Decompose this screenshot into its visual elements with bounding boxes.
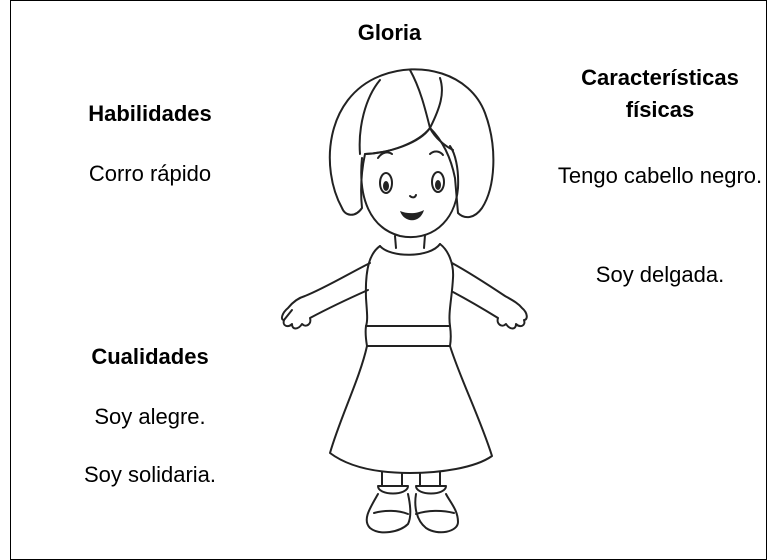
caracteristicas-item: Soy delgada. bbox=[595, 262, 725, 287]
face-outline bbox=[360, 145, 460, 239]
page-title: Gloria bbox=[357, 20, 422, 45]
girl-illustration-icon bbox=[280, 68, 528, 534]
habilidades-heading: Habilidades bbox=[88, 101, 212, 126]
dress-skirt bbox=[329, 345, 493, 474]
caracteristicas-item: Tengo cabello negro. bbox=[557, 163, 763, 188]
left-arm bbox=[280, 262, 371, 330]
left-shoe bbox=[365, 493, 412, 534]
cualidades-item: Soy alegre. bbox=[94, 404, 206, 429]
dress-waistband bbox=[364, 325, 452, 347]
right-shoe bbox=[414, 493, 459, 534]
dress-bodice bbox=[364, 243, 455, 327]
caracteristicas-heading: Características físicas bbox=[581, 65, 739, 122]
right-arm bbox=[451, 262, 528, 330]
habilidades-item: Corro rápido bbox=[88, 161, 212, 186]
cualidades-item: Soy solidaria. bbox=[83, 462, 217, 487]
cualidades-heading: Cualidades bbox=[91, 344, 209, 369]
